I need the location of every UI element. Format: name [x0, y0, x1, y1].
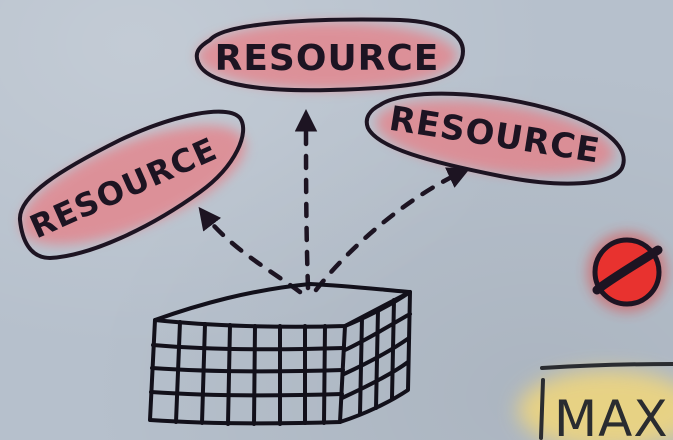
max-label: MAX	[554, 390, 669, 440]
resource-node-top: RESOURCE	[194, 17, 465, 93]
max-section: MAX	[518, 362, 673, 440]
resource-label-top: RESOURCE	[215, 38, 440, 79]
resource-node-right: RESOURCE	[364, 91, 626, 186]
arrow-to-left-resource	[198, 206, 303, 295]
red-stop-icon	[587, 232, 667, 312]
grid-box-icon	[148, 282, 412, 426]
arrow-to-top-resource	[294, 109, 318, 291]
arrow-to-right-resource	[313, 167, 471, 293]
resource-node-left: RESOURCE	[17, 109, 246, 260]
